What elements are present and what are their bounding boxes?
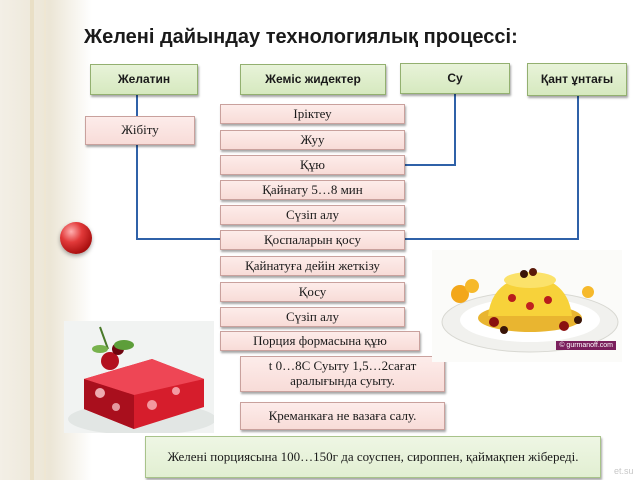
step-strain-2: Сүзіп алу (220, 307, 405, 327)
step-label: Қоспаларын қосу (263, 231, 362, 247)
header-fruit-juice-label: Жеміс жидектер (265, 71, 361, 86)
header-water: Су (400, 63, 510, 94)
header-sugar: Қант ұнтағы (527, 63, 627, 96)
step-label: Порция формасына құю (253, 332, 387, 348)
red-jelly-illustration (68, 326, 214, 433)
header-sugar-label: Қант ұнтағы (540, 71, 614, 86)
step-portion-molds: Порция формасына құю (220, 331, 420, 351)
connector-gelatin-to-mix (136, 145, 220, 240)
jelly-dish-illustration (441, 268, 619, 353)
step-label: Қайнату 5…8 мин (262, 181, 363, 197)
step-bring-to-boil: Қайнатуға дейін жеткізу (220, 256, 405, 276)
step-soak-label: Жібіту (121, 122, 159, 138)
step-soak: Жібіту (85, 116, 195, 145)
step-label: Қайнатуға дейін жеткізу (245, 257, 380, 273)
header-water-label: Су (447, 70, 463, 85)
step-boil: Қайнату 5…8 мин (220, 180, 405, 200)
step-serve-vase: Креманкаға не вазаға салу. (240, 402, 445, 430)
header-gelatin-label: Желатин (117, 71, 171, 86)
step-add-mixtures: Қоспаларын қосу (220, 230, 405, 250)
step-label: Креманкаға не вазаға салу. (268, 407, 417, 423)
final-serving-note: Желені порциясына 100…150г да соуспен, с… (145, 436, 601, 478)
final-serving-note-text: Желені порциясына 100…150г да соуспен, с… (167, 448, 579, 464)
step-wash: Жуу (220, 130, 405, 150)
jelly-photo-red (64, 321, 214, 433)
jelly-photo-yellow: © gurmanoff.com (432, 250, 622, 362)
connector-sugar-to-mix (405, 95, 579, 240)
step-label: t 0…8С Суыту 1,5…2сағат аралығында суыту… (268, 358, 417, 388)
step-strain: Сүзіп алу (220, 205, 405, 225)
step-label: Жуу (300, 131, 325, 147)
step-label: Сүзіп алу (286, 206, 339, 222)
decorative-stripe (30, 0, 34, 480)
step-sort: Іріктеу (220, 104, 405, 124)
decorative-stripe (44, 0, 46, 480)
header-fruit-juice: Жеміс жидектер (240, 64, 386, 95)
red-ball-decoration (60, 222, 92, 254)
step-add: Қосу (220, 282, 405, 302)
step-label: Сүзіп алу (286, 308, 339, 324)
connector-water-to-pour (405, 93, 456, 166)
step-label: Қосу (298, 283, 327, 299)
slide-title: Желені дайындау технологиялық процессі: (84, 26, 518, 48)
step-label: Құю (300, 156, 325, 172)
watermark: et.su (614, 466, 634, 476)
step-label: Іріктеу (293, 105, 332, 121)
step-pour: Құю (220, 155, 405, 175)
photo-credit: © gurmanoff.com (556, 341, 616, 350)
step-cooling: t 0…8С Суыту 1,5…2сағат аралығында суыту… (240, 356, 445, 392)
header-gelatin: Желатин (90, 64, 198, 95)
